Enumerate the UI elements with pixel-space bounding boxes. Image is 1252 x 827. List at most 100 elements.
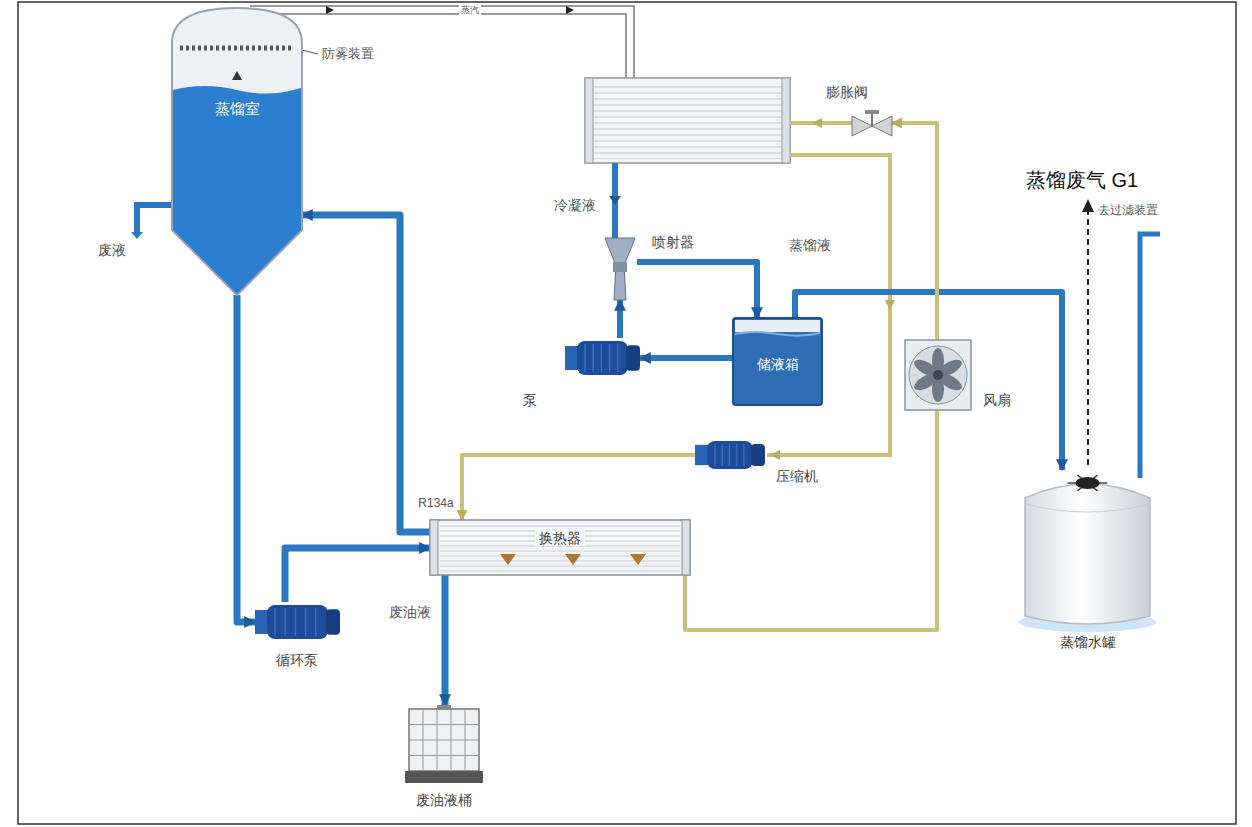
water-pipe xyxy=(285,548,430,602)
ejector-shape xyxy=(603,238,637,300)
motor-cap xyxy=(626,345,640,371)
motor-rib xyxy=(584,344,586,372)
waste-outlet-pipe xyxy=(137,205,174,234)
water-pipe xyxy=(302,215,430,532)
node-label: 蒸馏室 xyxy=(215,100,260,118)
exhaust-arrowhead xyxy=(1082,199,1094,212)
exchanger-cap xyxy=(682,520,690,575)
motor-rib xyxy=(284,608,286,636)
pipe-label: 废油液 xyxy=(387,604,433,621)
flow-arrow xyxy=(770,450,780,460)
annotation-label: 废液 xyxy=(98,242,126,259)
expansion-valve: 膨胀阀 xyxy=(852,110,892,138)
pump-shape xyxy=(565,338,640,378)
distilled-water-tank-shape xyxy=(1025,470,1150,628)
motor-body xyxy=(267,605,328,639)
node-label: 风扇 xyxy=(983,392,1011,409)
condenser-cap xyxy=(585,78,593,163)
condenser xyxy=(585,78,790,163)
motor-rib xyxy=(721,444,723,466)
ejector-throat xyxy=(613,262,627,272)
node-label: 换热器 xyxy=(535,530,585,547)
motor-body xyxy=(707,441,753,469)
water-pipe xyxy=(442,575,449,705)
ibc-cage xyxy=(409,740,479,741)
heat-exchanger-shape xyxy=(430,520,690,575)
compressor-shape xyxy=(695,438,765,472)
evaporation-vessel: 蒸馏室 xyxy=(172,8,302,295)
node-label: 废油液桶 xyxy=(416,792,472,809)
ibc-cage xyxy=(409,724,479,725)
fan-ring xyxy=(909,346,967,404)
tank-body xyxy=(733,318,822,405)
node-label: 蒸馏水罐 xyxy=(1060,634,1116,651)
motor-rib xyxy=(305,608,307,636)
exchanger-tube xyxy=(440,561,680,562)
refrigerant-line xyxy=(462,455,695,520)
ibc-cap xyxy=(437,705,451,710)
pump: 泵 xyxy=(565,338,640,378)
ibc-tank xyxy=(409,709,479,771)
water-pipe xyxy=(237,295,255,622)
motor-rib xyxy=(729,444,731,466)
condenser-fins xyxy=(590,82,785,159)
waste-oil-barrel-shape xyxy=(405,705,483,783)
water-pipe xyxy=(795,292,1062,470)
water-pipe xyxy=(640,355,733,361)
vapor-arrow xyxy=(232,71,242,80)
fan-frame xyxy=(905,340,971,410)
exchanger-tube xyxy=(440,571,680,572)
condenser-cap xyxy=(782,78,790,163)
motor-cap xyxy=(326,609,340,635)
ibc-cage xyxy=(409,755,479,756)
flow-arrow xyxy=(326,6,334,14)
steam-pipe-inner xyxy=(250,10,630,78)
flow-arrow xyxy=(566,6,574,14)
motor-rib xyxy=(609,344,611,372)
motor-rib xyxy=(617,344,619,372)
filter-pipe xyxy=(1140,234,1160,478)
valve-stem xyxy=(871,113,873,126)
annotation-label: 蒸汽 xyxy=(459,5,481,16)
distilled-water-tank: 蒸馏水罐 xyxy=(1025,470,1150,628)
motor-rib xyxy=(295,608,297,636)
annotation-label: R134a xyxy=(418,496,453,510)
exhaust-arrow xyxy=(1087,210,1089,465)
tank-body xyxy=(1025,484,1150,624)
exchanger-cap xyxy=(430,520,438,575)
ibc-pallet xyxy=(405,771,483,783)
baffle-marker xyxy=(500,554,516,565)
motor-rib xyxy=(315,608,317,636)
steam-pipe xyxy=(250,10,630,78)
defog-device xyxy=(180,46,294,51)
exchanger-tube xyxy=(440,551,680,552)
ejector-body xyxy=(605,238,635,300)
exchanger-tube xyxy=(440,566,680,567)
baffle-marker xyxy=(630,554,646,565)
vessel-body xyxy=(172,8,302,295)
annotation-label: 防雾装置 xyxy=(322,46,374,62)
storage-tank: 储液箱 xyxy=(733,318,822,405)
tank-top xyxy=(735,320,820,332)
fan-shape xyxy=(905,340,971,410)
valve-handle xyxy=(865,110,879,114)
exchanger-tube xyxy=(440,526,680,527)
annotation-label: 冷凝液 xyxy=(554,197,596,214)
annotation-label: 蒸馏废气 G1 xyxy=(1026,168,1138,192)
node-label: 压缩机 xyxy=(776,468,818,485)
baffle-marker xyxy=(565,554,581,565)
annotation-label: 去过滤装置 xyxy=(1098,203,1158,217)
pipe-label: 蒸馏液 xyxy=(787,237,833,254)
evaporation-vessel-shape xyxy=(172,8,302,295)
circulation-pump-shape xyxy=(255,602,340,642)
expansion-valve-shape xyxy=(852,110,892,138)
waste-oil-barrel: 废油液桶 xyxy=(405,705,483,783)
pump-flange xyxy=(695,445,709,465)
fan: 风扇 xyxy=(905,340,971,410)
vessel-liquid xyxy=(173,86,301,294)
pump-flange xyxy=(255,610,269,634)
flow-arrow xyxy=(609,196,621,205)
fan-hub xyxy=(933,370,943,380)
flow-arrow xyxy=(812,118,822,128)
water-pipe xyxy=(637,262,757,318)
